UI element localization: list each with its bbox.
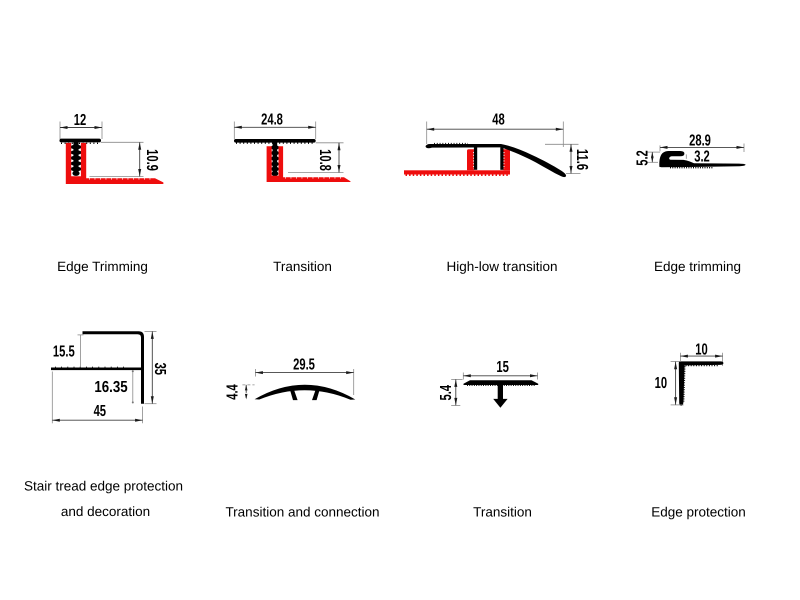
svg-text:Edge trimming: Edge trimming <box>654 259 741 274</box>
svg-text:5.4: 5.4 <box>438 385 455 401</box>
svg-text:29.5: 29.5 <box>293 357 315 374</box>
svg-text:48: 48 <box>492 112 505 129</box>
svg-text:Transition: Transition <box>473 504 532 519</box>
svg-text:Stair tread edge protection: Stair tread edge protection <box>24 478 183 493</box>
svg-text:Edge protection: Edge protection <box>651 504 746 519</box>
svg-text:Edge Trimming: Edge Trimming <box>57 259 148 274</box>
svg-text:35: 35 <box>151 363 168 376</box>
svg-text:5.2: 5.2 <box>635 150 652 166</box>
svg-text:10: 10 <box>695 341 708 358</box>
svg-text:4.4: 4.4 <box>224 384 241 400</box>
svg-text:45: 45 <box>94 403 107 420</box>
svg-text:12: 12 <box>74 112 87 129</box>
svg-text:Transition: Transition <box>273 259 332 274</box>
svg-text:15.5: 15.5 <box>53 344 75 361</box>
svg-text:10.8: 10.8 <box>316 149 333 171</box>
svg-text:15: 15 <box>496 359 509 376</box>
svg-text:10.9: 10.9 <box>143 149 160 171</box>
svg-text:16.35: 16.35 <box>94 379 127 396</box>
svg-text:24.8: 24.8 <box>261 112 283 129</box>
svg-text:11.6: 11.6 <box>573 149 590 170</box>
svg-text:Transition and connection: Transition and connection <box>225 504 379 519</box>
svg-text:3.2: 3.2 <box>694 148 710 165</box>
svg-text:and decoration: and decoration <box>61 504 150 519</box>
svg-text:10: 10 <box>655 375 668 392</box>
svg-text:28.9: 28.9 <box>689 132 711 149</box>
svg-text:High-low transition: High-low transition <box>446 259 557 274</box>
